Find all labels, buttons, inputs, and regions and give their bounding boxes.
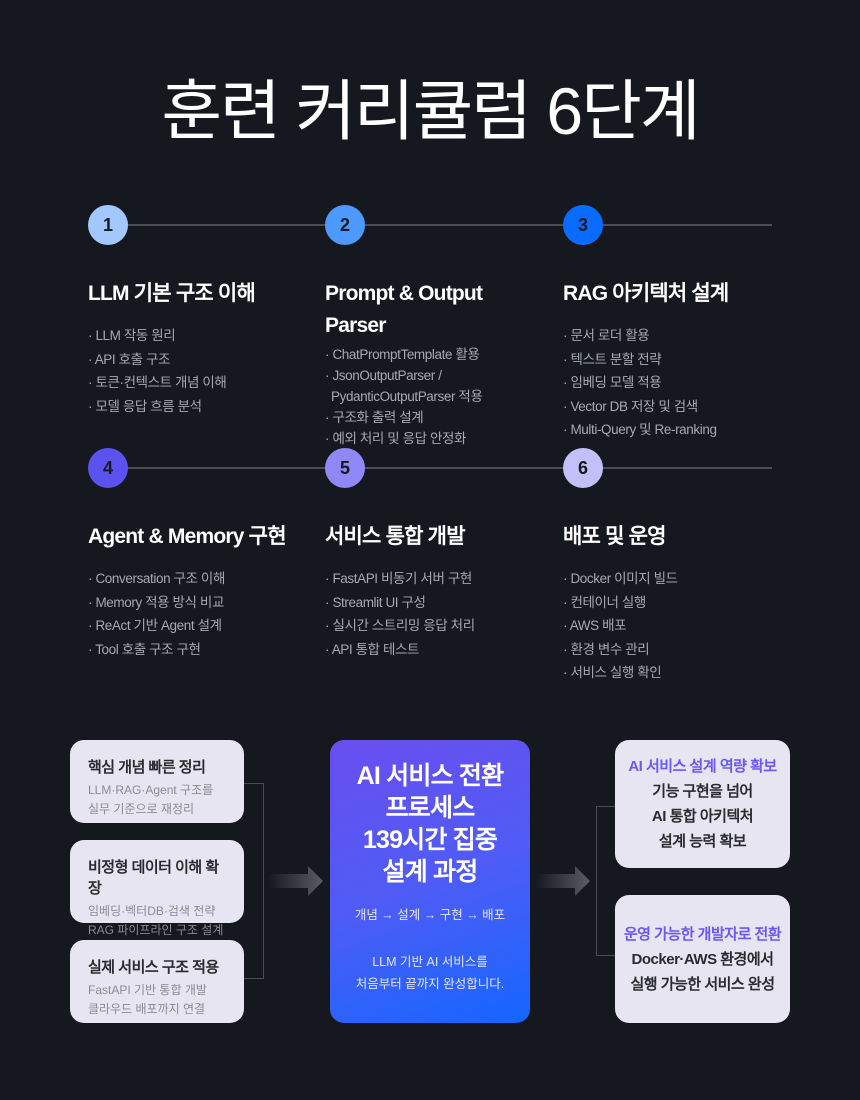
center-title-line: 프로세스 xyxy=(385,794,476,822)
center-title-line: 설계 과정 xyxy=(382,858,479,886)
arrow-right-icon xyxy=(535,866,590,896)
card-line: AI 통합 아키텍처 xyxy=(651,808,754,825)
arrow-right-icon xyxy=(268,866,323,896)
card-highlight: AI 서비스 설계 역량 확보 xyxy=(628,758,777,775)
card-line: 기능 구현을 넘어 xyxy=(652,783,753,800)
step-title: RAG 아키텍처 설계 xyxy=(563,282,729,305)
card-line: 설계 능력 확보 xyxy=(658,833,747,850)
step-item: · 모델 응답 흐름 분석 xyxy=(88,398,202,414)
step-number-1: 1 xyxy=(88,205,128,245)
step-1: LLM 기본 구조 이해 · LLM 작동 원리 · API 호출 구조 · 토큰·컨… xyxy=(88,278,318,418)
center-desc: LLM 기반 AI 서비스를 xyxy=(372,955,488,969)
card-line: 임베딩·벡터DB·검색 전략 xyxy=(88,904,216,918)
center-title-line: 139시간 집중 xyxy=(362,826,498,854)
step-title: 서비스 통합 개발 xyxy=(325,525,466,548)
step-number-3: 3 xyxy=(563,205,603,245)
step-item: · ChatPromptTemplate 활용 xyxy=(325,347,480,362)
step-item: · LLM 작동 원리 xyxy=(88,328,176,343)
step-2: Prompt & Output Parser · ChatPromptTempla… xyxy=(325,278,555,449)
step-title: Prompt & Output Parser xyxy=(325,282,483,337)
card-line: 클라우드 배포까지 연결 xyxy=(88,1002,206,1016)
step-3: RAG 아키텍처 설계 · 문서 로더 활용 · 텍스트 분할 전략 · 임베딩 모델… xyxy=(563,278,793,442)
step-number-5: 5 xyxy=(325,448,365,488)
step-6: 배포 및 운영 · Docker 이미지 빌드 · 컨테이너 실행 · AWS 배포 ·… xyxy=(563,521,793,685)
step-4: Agent & Memory 구현 · Conversation 구조 이해 · M… xyxy=(88,521,318,661)
center-title-line: AI 서비스 전환 xyxy=(356,762,505,790)
step-item: PydanticOutputParser 적용 xyxy=(331,389,483,404)
step-item: · Multi-Query 및 Re-ranking xyxy=(563,422,717,437)
timeline-line-2 xyxy=(108,467,772,469)
step-item: · 문서 로더 활용 xyxy=(563,328,650,343)
step-number-2: 2 xyxy=(325,205,365,245)
step-number-4: 4 xyxy=(88,448,128,488)
step-item: · 구조화 출력 설계 xyxy=(325,410,424,425)
step-item: · 예외 처리 및 응답 안정화 xyxy=(325,431,467,446)
card-title: 실제 서비스 구조 적용 xyxy=(88,959,219,976)
card-line: Docker·AWS 환경에서 xyxy=(631,950,774,968)
center-desc: 처음부터 끝까지 완성합니다. xyxy=(355,977,505,991)
step-item: · JsonOutputParser / xyxy=(325,368,442,383)
card-line: 실행 가능한 서비스 완성 xyxy=(630,975,775,993)
step-item: · Memory 적용 방식 비교 xyxy=(88,594,224,610)
center-process-card: AI 서비스 전환 프로세스 139시간 집중 설계 과정 개념 → 설계 → … xyxy=(330,740,530,1023)
step-item: · ReAct 기반 Agent 설계 xyxy=(88,618,222,633)
step-item: · 서비스 실행 확인 xyxy=(563,665,662,680)
step-item: · 컨테이너 실행 xyxy=(563,594,646,610)
left-card-2: 비정형 데이터 이해 확장 임베딩·벡터DB·검색 전략 RAG 파이프라인 구조… xyxy=(70,840,244,937)
step-item: · AWS 배포 xyxy=(563,618,627,633)
step-item: · 실시간 스트리밍 응답 처리 xyxy=(325,618,475,633)
step-5: 서비스 통합 개발 · FastAPI 비동기 서버 구현 · Streamlit … xyxy=(325,521,555,661)
step-item: · Conversation 구조 이해 xyxy=(88,571,225,586)
step-item: · Streamlit UI 구성 xyxy=(325,594,426,610)
step-item: · 임베딩 모델 적용 xyxy=(563,375,662,390)
step-item: · 토큰·컨텍스트 개념 이해 xyxy=(88,375,227,390)
step-title: 배포 및 운영 xyxy=(563,525,666,548)
right-card-1: AI 서비스 설계 역량 확보 기능 구현을 넘어 AI 통합 아키텍처 설계 … xyxy=(615,740,790,868)
step-item: · API 호출 구조 xyxy=(88,351,171,367)
card-title: 비정형 데이터 이해 확장 xyxy=(88,859,219,897)
step-title: LLM 기본 구조 이해 xyxy=(88,282,256,305)
card-title: 핵심 개념 빠른 정리 xyxy=(88,759,206,776)
step-item: · Docker 이미지 빌드 xyxy=(563,571,678,586)
card-line: RAG 파이프라인 구조 설계 xyxy=(88,923,224,937)
card-line: LLM·RAG·Agent 구조를 xyxy=(88,783,214,797)
right-bracket xyxy=(596,806,616,956)
center-flow: 개념 → 설계 → 구현 → 배포 xyxy=(354,908,506,922)
card-highlight: 운영 가능한 개발자로 전환 xyxy=(623,925,782,943)
step-title: Agent & Memory 구현 xyxy=(88,525,287,548)
card-line: FastAPI 기반 통합 개발 xyxy=(88,983,207,997)
card-line: 실무 기준으로 재정리 xyxy=(88,802,195,816)
step-item: · 환경 변수 관리 xyxy=(563,641,650,657)
timeline-line-1 xyxy=(108,224,772,226)
right-card-2: 운영 가능한 개발자로 전환 Docker·AWS 환경에서 실행 가능한 서비… xyxy=(615,895,790,1023)
step-number-6: 6 xyxy=(563,448,603,488)
step-item: · Tool 호출 구조 구현 xyxy=(88,641,201,657)
step-item: · API 통합 테스트 xyxy=(325,641,420,657)
step-item: · Vector DB 저장 및 검색 xyxy=(563,398,698,414)
step-item: · 텍스트 분할 전략 xyxy=(563,351,662,367)
page-title: 훈련 커리큘럼 6단계 xyxy=(161,74,700,148)
step-item: · FastAPI 비동기 서버 구현 xyxy=(325,571,472,586)
left-bracket xyxy=(244,783,264,979)
